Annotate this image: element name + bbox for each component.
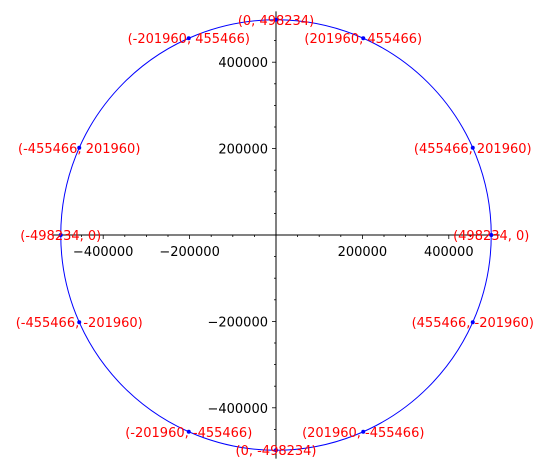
point-label: (201960, 455466) — [304, 32, 422, 47]
data-point — [58, 233, 63, 237]
point-labels-layer: (498234, 0) (455466, 201960) (201960, 4554… — [16, 14, 534, 459]
data-point — [470, 320, 475, 325]
point-label: (455466, 201960) — [414, 142, 532, 157]
x-tick-label: 400000 — [424, 245, 474, 260]
data-point — [470, 145, 475, 150]
point-label: (455466, -201960) — [412, 316, 534, 331]
y-tick-label: −400000 — [207, 402, 268, 417]
data-point — [274, 448, 278, 453]
y-tick-label: −200000 — [207, 315, 268, 330]
data-point — [274, 17, 278, 22]
point-label: (498234, 0) — [453, 229, 529, 244]
x-tick-label: −400000 — [73, 245, 134, 260]
point-label: (-201960, -455466) — [125, 426, 252, 441]
data-point — [77, 145, 82, 150]
data-point — [361, 36, 366, 41]
point-label: (-455466, -201960) — [16, 316, 143, 331]
x-tick-label: 200000 — [338, 245, 388, 260]
point-label: (-498234, 0) — [20, 229, 101, 244]
y-tick-label: 200000 — [218, 143, 268, 158]
point-label: (-455466, 201960) — [18, 142, 140, 157]
data-point — [186, 429, 191, 434]
y-tick-label: 400000 — [218, 56, 268, 71]
data-point — [77, 320, 82, 325]
point-label: (0, -498234) — [236, 444, 317, 459]
x-tick-label: −200000 — [159, 245, 220, 260]
point-label: (-201960, 455466) — [128, 32, 250, 47]
data-point — [489, 233, 494, 237]
axes-layer: −400000 −200000 200000 400000 −400000 −200000… — [52, 11, 500, 459]
data-point — [361, 429, 366, 434]
point-label: (0, 498234) — [238, 14, 314, 29]
data-point — [186, 36, 191, 41]
points-layer — [58, 17, 494, 453]
point-label: (201960, -455466) — [302, 426, 424, 441]
